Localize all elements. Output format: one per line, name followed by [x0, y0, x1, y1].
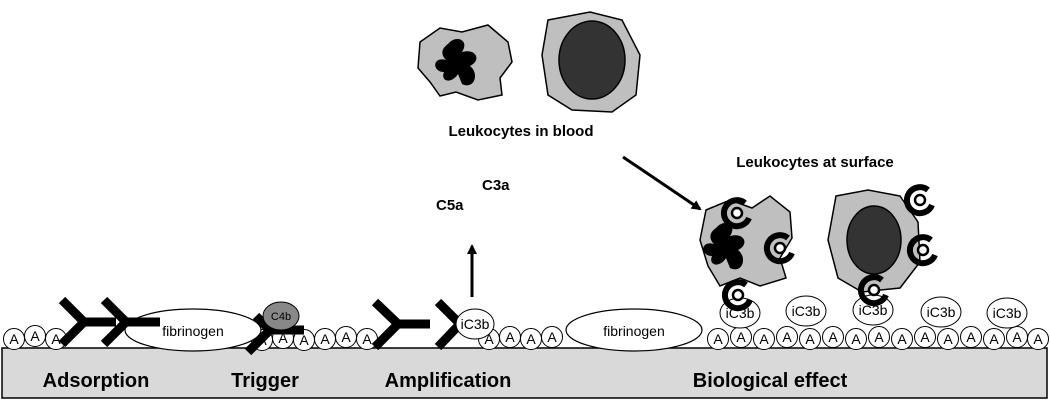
ic3b-surface-3: iC3b [852, 294, 894, 326]
albumin-molecule: A [541, 326, 563, 348]
albumin-label: A [805, 331, 815, 347]
fibrinogen-left: fibrinogen [124, 308, 262, 352]
leukocytes-in-blood-label: Leukocytes in blood [448, 123, 593, 140]
fibrinogen-right: fibrinogen [565, 308, 703, 352]
ic3b-label: iC3b [859, 302, 888, 318]
ic3b-label: iC3b [792, 303, 821, 319]
leukocytes-at-surface-label: Leukocytes at surface [736, 154, 894, 171]
albumin-molecule: A [776, 326, 798, 348]
albumin-label: A [897, 331, 907, 347]
albumin-molecule: A [499, 326, 521, 348]
albumin-label: A [484, 331, 494, 347]
albumin-label: A [362, 331, 372, 347]
complement-receptor-icon [857, 274, 889, 307]
ic3b-surface-4: iC3b [920, 296, 962, 328]
antibody-1 [58, 296, 116, 348]
ic3b-label: iC3b [461, 316, 490, 332]
fibrinogen-right-label: fibrinogen [603, 323, 665, 339]
biomaterial-surface [1, 347, 1048, 399]
albumin-molecule: A [314, 328, 336, 350]
albumin-molecule: A [1027, 328, 1049, 350]
complement-receptor-icon [763, 232, 795, 265]
recruitment-arrow [622, 155, 702, 211]
albumin-label: A [920, 329, 930, 345]
lymphocyte-nucleus [558, 20, 626, 100]
albumin-molecule: A [520, 328, 542, 350]
neutrophil-nucleus [435, 38, 477, 86]
albumin-label: A [713, 331, 723, 347]
lymphocyte-at-surface [827, 189, 921, 293]
albumin-molecule: A [753, 328, 775, 350]
albumin-label: A [851, 331, 861, 347]
albumin-label: A [341, 329, 351, 345]
albumin-label: A [759, 331, 769, 347]
albumin-label: A [943, 331, 953, 347]
antibody-3 [371, 298, 430, 351]
albumin-molecule: A [891, 328, 913, 350]
ic3b-surface-2: iC3b [785, 295, 827, 327]
complement-receptor-icon [721, 279, 753, 312]
albumin-label: A [1012, 329, 1022, 345]
albumin-molecule: A [845, 328, 867, 350]
complement-receptor-icon [906, 234, 938, 267]
antibody-trigger [244, 312, 304, 356]
ic3b-label: iC3b [993, 305, 1022, 321]
albumin-label: A [547, 329, 557, 345]
albumin-molecule: A [707, 328, 729, 350]
albumin-molecule: A [960, 326, 982, 348]
albumin-molecule: A [937, 328, 959, 350]
lymphocyte-surface-nucleus [846, 205, 902, 275]
albumin-molecule: A [3, 328, 25, 350]
lymphocyte-in-blood [541, 11, 641, 113]
albumin-molecule: A [335, 326, 357, 348]
albumin-label: A [989, 331, 999, 347]
antibody-2 [100, 296, 160, 348]
albumin-label: A [828, 329, 838, 345]
albumin-label: A [1033, 331, 1043, 347]
albumin-label: A [526, 331, 536, 347]
albumin-label: A [966, 329, 976, 345]
albumin-molecule: A [730, 326, 752, 348]
albumin-label: A [299, 332, 309, 348]
albumin-label: A [320, 331, 330, 347]
complement-receptor-icon [903, 184, 935, 217]
albumin-molecule: A [914, 326, 936, 348]
albumin-molecule: A [822, 326, 844, 348]
albumin-molecule: A [983, 328, 1005, 350]
c5a-label: C5a [436, 197, 464, 214]
albumin-molecule: A [24, 325, 46, 347]
c4b-label: C4b [271, 311, 291, 323]
albumin-label: A [9, 331, 19, 347]
albumin-label: A [874, 329, 884, 345]
albumin-label: A [30, 328, 40, 344]
c4b: C4b [262, 301, 300, 331]
complement-receptor-icon [720, 197, 752, 230]
ic3b-amplification: iC3b [455, 308, 495, 340]
albumin-molecule: A [868, 326, 890, 348]
ic3b-label: iC3b [927, 304, 956, 320]
fibrinogen-left-label: fibrinogen [162, 323, 224, 339]
albumin-label: A [278, 330, 288, 346]
complement-receptors [720, 184, 938, 312]
albumin-label: A [51, 331, 61, 347]
albumin-label: A [782, 329, 792, 345]
albumin-label: A [505, 329, 515, 345]
albumin-molecule: A [799, 328, 821, 350]
c3a-label: C3a [482, 177, 510, 194]
neutrophil-in-blood [417, 24, 513, 101]
neutrophil-surface-nucleus [703, 222, 745, 270]
neutrophil-at-surface [699, 195, 793, 287]
ic3b-surface-5: iC3b [986, 297, 1028, 329]
ic3b-surface-group: iC3b iC3b iC3b iC3b iC3b [719, 294, 1028, 329]
albumin-molecule: A [1006, 326, 1028, 348]
albumin-label: A [736, 329, 746, 345]
